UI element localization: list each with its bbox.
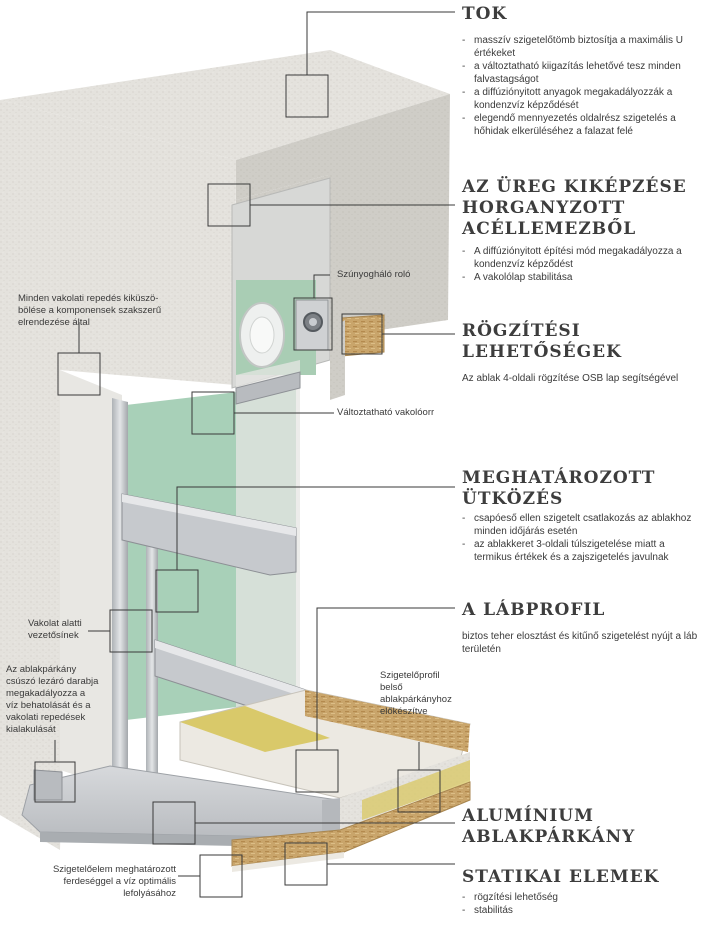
list-item: A vakolólap stabilitása <box>462 271 692 284</box>
top-block-right-face <box>236 94 450 330</box>
list-item: csapóeső ellen szigetelt csatlakozás az … <box>462 512 697 538</box>
callout-szigeteloelem: Szigetelőelem meghatározott ferdeséggel … <box>52 864 176 899</box>
list-item: az ablakkeret 3-oldali túlszigetelése mi… <box>462 538 697 564</box>
statikai-bullets: rögzítési lehetőség stabilitás <box>462 891 662 917</box>
yellow-insulation <box>180 706 330 752</box>
list-item: elegendő mennyezetés oldalrész szigetelé… <box>462 112 702 138</box>
list-item: a változtatható kiigazítás lehetővé tesz… <box>462 60 702 86</box>
leader-lines <box>34 11 455 898</box>
reveal-edge <box>40 370 60 780</box>
list-item: A diffúziónyitott építési mód megakadály… <box>462 245 692 271</box>
osb-block-top <box>341 314 385 357</box>
heading-utkozes: MEGHATÁROZOTT ÜTKÖZÉS <box>462 468 656 509</box>
callout-szunyoghalo: Szúnyogháló roló <box>337 269 411 280</box>
reveal-plaster <box>60 370 122 790</box>
callout-vezetosinek: Vakolat alatti vezetősínek <box>28 618 82 641</box>
utkozes-bullets: csapóeső ellen szigetelt csatlakozás az … <box>462 512 697 564</box>
heading-aluminium: ALUMÍNIUM ABLAKPÁRKÁNY <box>462 806 636 847</box>
heading-statikai: STATIKAI ELEMEK <box>462 867 660 887</box>
list-item: rögzítési lehetőség <box>462 891 662 904</box>
callout-vakoloorr: Változtatható vakolóorr <box>337 407 435 418</box>
heading-tok: TOK <box>462 4 508 24</box>
horizontal-profile-upper <box>121 493 297 576</box>
list-item: masszív szigetelőtömb biztosítja a maxim… <box>462 34 702 60</box>
top-block-top-face <box>0 50 450 160</box>
rogzitesi-text: Az ablak 4-oldali rögzítése OSB lap segí… <box>462 373 679 384</box>
ureg-bullets: A diffúziónyitott építési mód megakadály… <box>462 245 692 284</box>
under-plaster-guide-rail <box>146 545 158 780</box>
heading-labprofil: A LÁBPROFIL <box>462 600 606 620</box>
tok-bullets: masszív szigetelőtömb biztosítja a maxim… <box>462 34 702 138</box>
list-item: a diffúziónyitott anyagok megakadályozzá… <box>462 86 702 112</box>
callout-parkany-darab: Az ablakpárkány csúszó lezáró darabja me… <box>6 664 99 735</box>
callout-vakolat-repedes: Minden vakolati repedés kiküszö- bölése … <box>18 293 162 328</box>
plaster-drip-profile <box>235 371 301 405</box>
heading-rogzitesi: RÖGZÍTÉSI LEHETŐSÉGEK <box>462 321 622 362</box>
callout-szigeteloprofil: Szigetelőprofil belső ablakpárkányhoz el… <box>380 670 452 717</box>
osb-sill-board <box>305 690 470 752</box>
labprofil-text: biztos teher elosztást és kitűnő szigete… <box>462 631 698 655</box>
sill-end-cap <box>33 769 63 801</box>
heading-ureg: AZ ÜREG KIKÉPZÉSE HORGANYZOTT ACÉLLEMEZB… <box>462 177 687 239</box>
list-item: stabilitás <box>462 904 662 917</box>
